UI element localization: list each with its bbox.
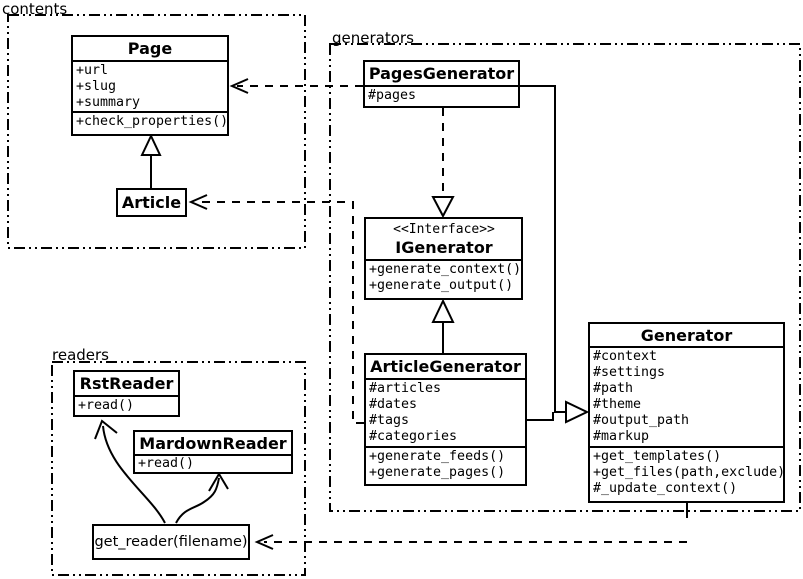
class-generator-attributes: #context #settings #path #theme #output_… [590,348,783,448]
class-pages-generator-title: PagesGenerator [365,62,518,87]
arrow-get-reader-to-rstreader [94,419,166,524]
generators-package-border [329,43,801,512]
method: +generate_context() [369,262,521,277]
arrow-get-reader-to-mardownreader [175,472,229,524]
class-igenerator-header: <<Interface>> IGenerator [366,219,521,261]
method: +get_templates() [593,449,722,464]
class-generator-title: Generator [590,324,783,348]
method: +check_properties() [76,114,227,129]
attribute: #articles [369,381,442,396]
readers-package-border [51,361,306,576]
class-rst-reader-methods: +read() [75,397,178,415]
dependency-articlegenerator-to-article [188,194,364,424]
class-rst-reader-title: RstReader [75,372,178,397]
dependency-pagesgenerator-to-page [229,78,363,94]
method: +generate_output() [369,278,514,293]
class-article-title: Article [121,193,182,212]
method: +read() [138,456,195,471]
class-igenerator: <<Interface>> IGenerator +generate_conte… [364,217,523,300]
class-mardown-reader-methods: +read() [135,456,291,472]
open-arrowhead-icon [208,472,229,492]
class-pages-generator: PagesGenerator #pages [363,60,520,108]
class-mardown-reader: MardownReader +read() [133,430,293,474]
attribute: #theme [593,397,642,412]
generators-package-label: generators [332,29,414,47]
class-igenerator-title: IGenerator [395,238,493,257]
attribute: #markup [593,429,650,444]
function-get-reader: get_reader(filename) [92,524,250,560]
readers-package-label: readers [52,346,109,364]
generalization-articlegenerator-to-igenerator [431,298,455,353]
method: +get_files(path,exclude) [593,465,783,480]
method: +read() [78,398,135,413]
open-arrowhead-icon [229,78,249,94]
attribute: #categories [369,429,458,444]
attribute: #settings [593,365,666,380]
method: #_update_context() [593,481,738,496]
interface-stereotype: <<Interface>> [393,222,495,237]
contents-package-border [7,14,306,249]
class-page-methods: +check_properties() [73,113,227,134]
attribute: +slug [76,79,117,94]
generalization-to-generator [520,85,590,424]
dependency-generator-to-get-reader [254,503,688,550]
contents-package-label: contents [2,0,68,18]
attribute: #dates [369,397,418,412]
attribute: #path [593,381,634,396]
attribute: +url [76,63,109,78]
method: +generate_pages() [369,465,506,480]
realization-pagesgenerator-to-igenerator [431,108,455,219]
attribute: #context [593,349,658,364]
class-page-title: Page [73,37,227,62]
class-page-attributes: +url +slug +summary [73,62,227,113]
class-generator: Generator #context #settings #path #them… [588,322,785,503]
open-arrowhead-icon [188,194,208,210]
class-article-generator-methods: +generate_feeds() +generate_pages() [366,448,525,484]
class-page: Page +url +slug +summary +check_properti… [71,35,229,136]
method: +generate_feeds() [369,449,506,464]
open-arrowhead-icon [94,419,118,440]
class-igenerator-methods: +generate_context() +generate_output() [366,261,521,298]
attribute: #output_path [593,413,690,428]
generalization-article-to-page [140,133,162,188]
attribute: #pages [368,88,417,103]
class-article: Article [116,188,187,217]
class-article-generator: ArticleGenerator #articles #dates #tags … [364,353,527,486]
class-pages-generator-attributes: #pages [365,87,518,106]
attribute: +summary [76,95,141,110]
open-arrowhead-icon [254,534,274,550]
class-mardown-reader-title: MardownReader [135,432,291,456]
class-generator-methods: +get_templates() +get_files(path,exclude… [590,448,783,501]
class-rst-reader: RstReader +read() [73,370,180,417]
class-article-generator-attributes: #articles #dates #tags #categories [366,380,525,448]
attribute: #tags [369,413,410,428]
class-article-generator-title: ArticleGenerator [366,355,525,380]
